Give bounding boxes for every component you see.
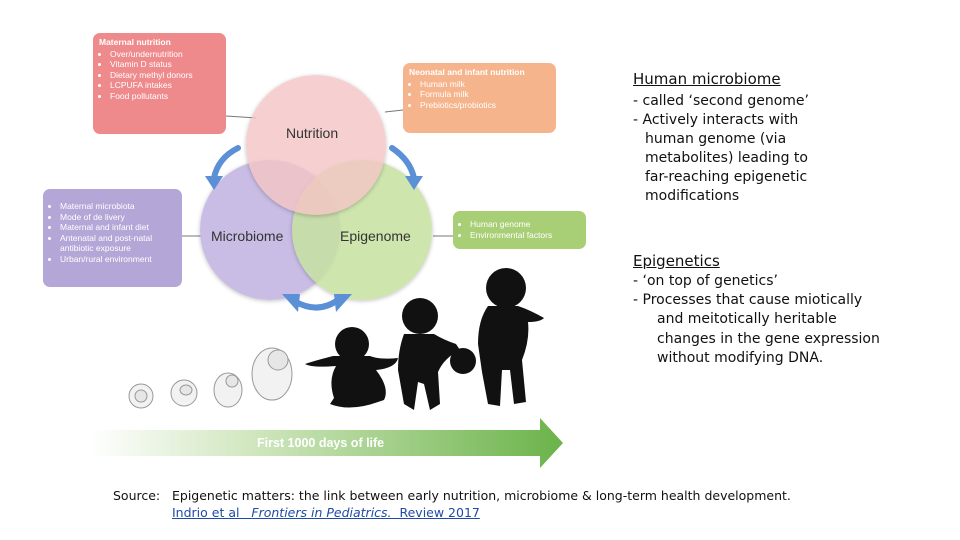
timeline-label: First 1000 days of life: [257, 436, 384, 450]
human-microbiome-heading: Human microbiome: [633, 70, 781, 88]
microbiome-line: metabolites) leading to: [645, 150, 808, 166]
source-prefix: Source:: [113, 488, 160, 503]
source-link[interactable]: Indrio et al Frontiers in Pediatrics. Re…: [172, 505, 480, 520]
microbiome-line: human genome (via: [645, 131, 786, 147]
epigenetics-line: without modifying DNA.: [657, 350, 823, 366]
source-review[interactable]: Review 2017: [399, 505, 479, 520]
epigenetics-line: - Processes that cause miotically: [633, 292, 862, 308]
source-title: Epigenetic matters: the link between ear…: [172, 488, 791, 503]
microbiome-line: far-reaching epigenetic: [645, 169, 807, 185]
timeline-arrow: [0, 0, 600, 480]
source-authors[interactable]: Indrio et al: [172, 505, 239, 520]
epigenetics-line: - ‘on top of genetics’: [633, 273, 778, 289]
epigenetics-line: and meitotically heritable: [657, 311, 837, 327]
diagram: Maternal nutrition Over/undernutrition V…: [0, 0, 600, 480]
source-journal[interactable]: Frontiers in Pediatrics.: [251, 505, 391, 520]
microbiome-line: modifications: [645, 188, 739, 204]
microbiome-line: - Actively interacts with: [633, 112, 798, 128]
epigenetics-line: changes in the gene expression: [657, 331, 880, 347]
epigenetics-heading: Epigenetics: [633, 252, 720, 270]
microbiome-line: - called ‘second genome’: [633, 93, 809, 109]
